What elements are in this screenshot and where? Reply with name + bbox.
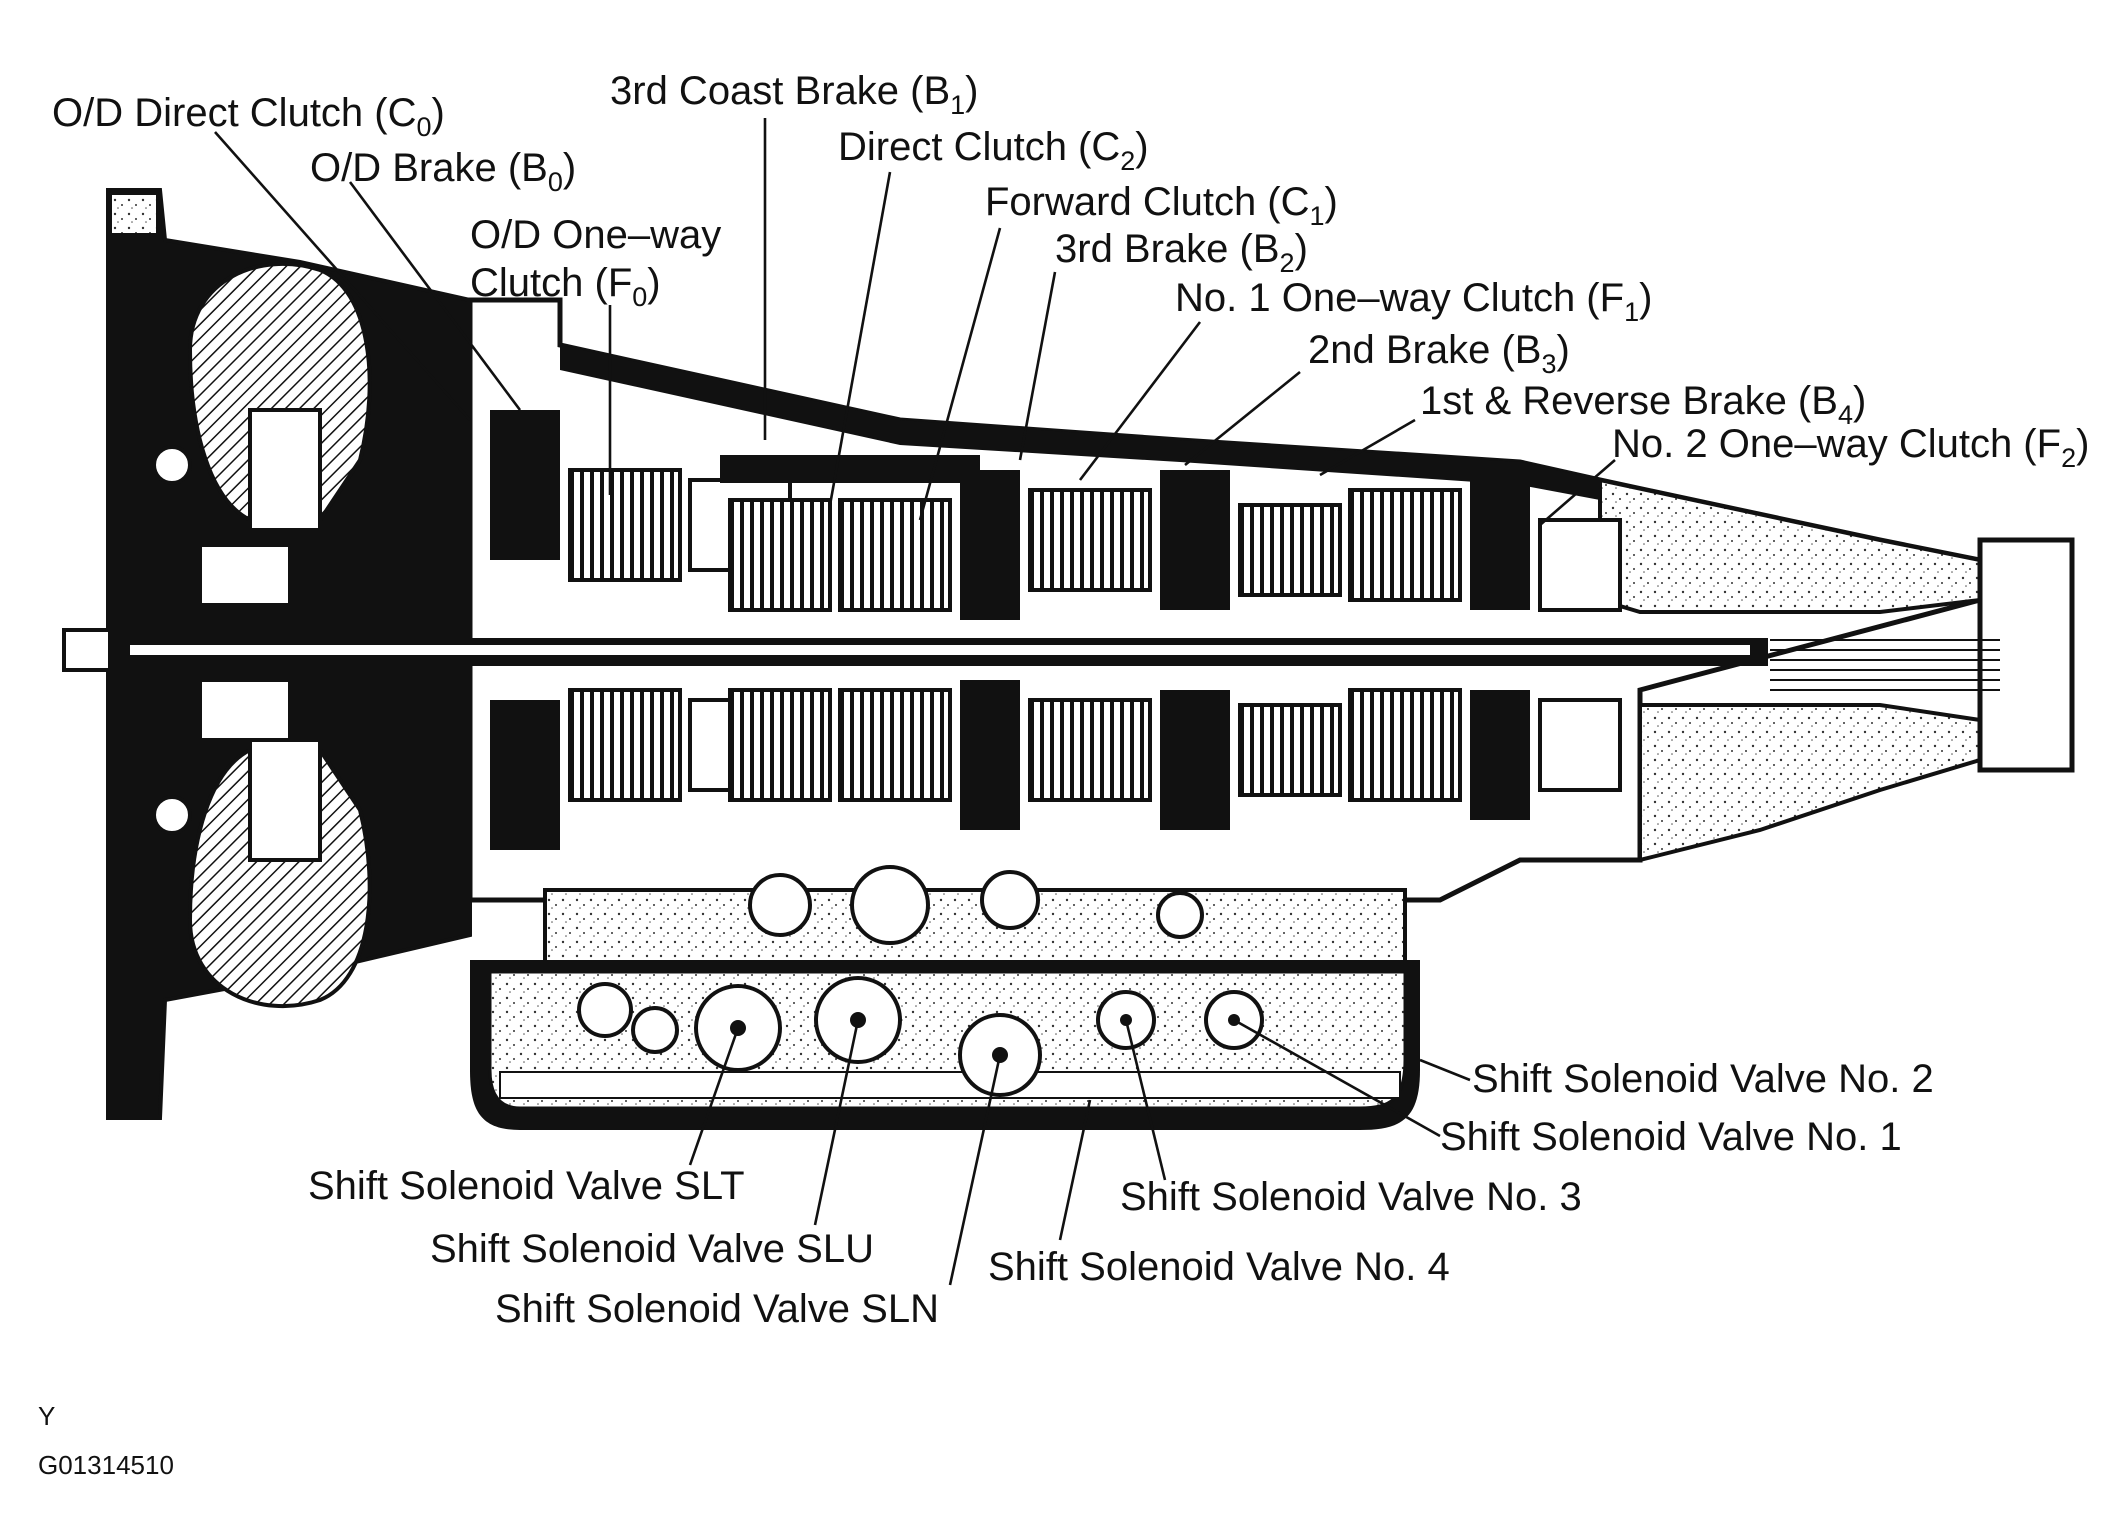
leader-lines [214, 118, 1616, 1286]
output-spline [1770, 639, 2000, 691]
converter-torus-lower [187, 748, 372, 1009]
output-flange [1977, 537, 2075, 773]
label-od-oneway-line2: Clutch (F0) [470, 261, 661, 312]
label-ssv-no1: Shift Solenoid Valve No. 1 [1440, 1115, 1902, 1159]
housing-stipple-top [112, 195, 156, 233]
label-3rd-brake: 3rd Brake (B2) [1055, 227, 1308, 278]
label-ssv-sln: Shift Solenoid Valve SLN [495, 1287, 939, 1331]
clutch-packs-lower [490, 680, 1622, 850]
solenoid-valves [577, 976, 1264, 1097]
label-ssv-slt: Shift Solenoid Valve SLT [308, 1164, 745, 1208]
extension-housing [1598, 477, 1982, 614]
torque-converter [152, 261, 372, 1009]
valve-body-bumps [748, 865, 1204, 945]
converter-ring-lower [152, 795, 192, 835]
label-od-direct-clutch: O/D Direct Clutch (C0) [52, 91, 445, 142]
pan-lower-strip [499, 1071, 1401, 1099]
input-shaft-stub [62, 628, 112, 672]
stator-clutch-lower [198, 678, 292, 742]
label-no2-oneway-clutch: No. 2 One–way Clutch (F2) [1612, 422, 2089, 473]
label-ssv-no4: Shift Solenoid Valve No. 4 [988, 1245, 1450, 1289]
label-od-brake: O/D Brake (B0) [310, 146, 576, 197]
converter-housing-outline [106, 188, 472, 1120]
label-od-oneway-line1: O/D One–way [470, 213, 721, 257]
figure-code: G01314510 [38, 1450, 174, 1480]
converter-torus-upper [187, 261, 372, 522]
label-3rd-coast-brake: 3rd Coast Brake (B1) [610, 69, 979, 120]
label-1st-reverse-brake: 1st & Reverse Brake (B4) [1420, 379, 1866, 430]
callout-labels: O/D Direct Clutch (C0) O/D Brake (B0) O/… [52, 69, 2089, 1331]
clutch-packs-upper [490, 410, 1622, 620]
case-top-wall [560, 345, 1600, 500]
label-ssv-slu: Shift Solenoid Valve SLU [430, 1227, 874, 1271]
stator-clutch-upper [198, 543, 292, 607]
stator-lower [248, 738, 322, 862]
valve-body-upper [543, 888, 1407, 972]
extension-housing-lower [1638, 703, 1982, 863]
label-2nd-brake: 2nd Brake (B3) [1308, 328, 1570, 379]
label-no1-oneway-clutch: No. 1 One–way Clutch (F1) [1175, 276, 1652, 327]
stator-upper [248, 408, 322, 532]
label-ssv-no3: Shift Solenoid Valve No. 3 [1120, 1175, 1582, 1219]
footer-letter: Y [38, 1401, 55, 1431]
label-forward-clutch: Forward Clutch (C1) [985, 180, 1338, 231]
converter-ring-upper [152, 445, 192, 485]
transmission-illustration [62, 188, 2075, 1130]
main-shaft-highlight [130, 645, 1750, 655]
label-ssv-no2: Shift Solenoid Valve No. 2 [1472, 1057, 1934, 1101]
label-direct-clutch: Direct Clutch (C2) [838, 125, 1149, 176]
